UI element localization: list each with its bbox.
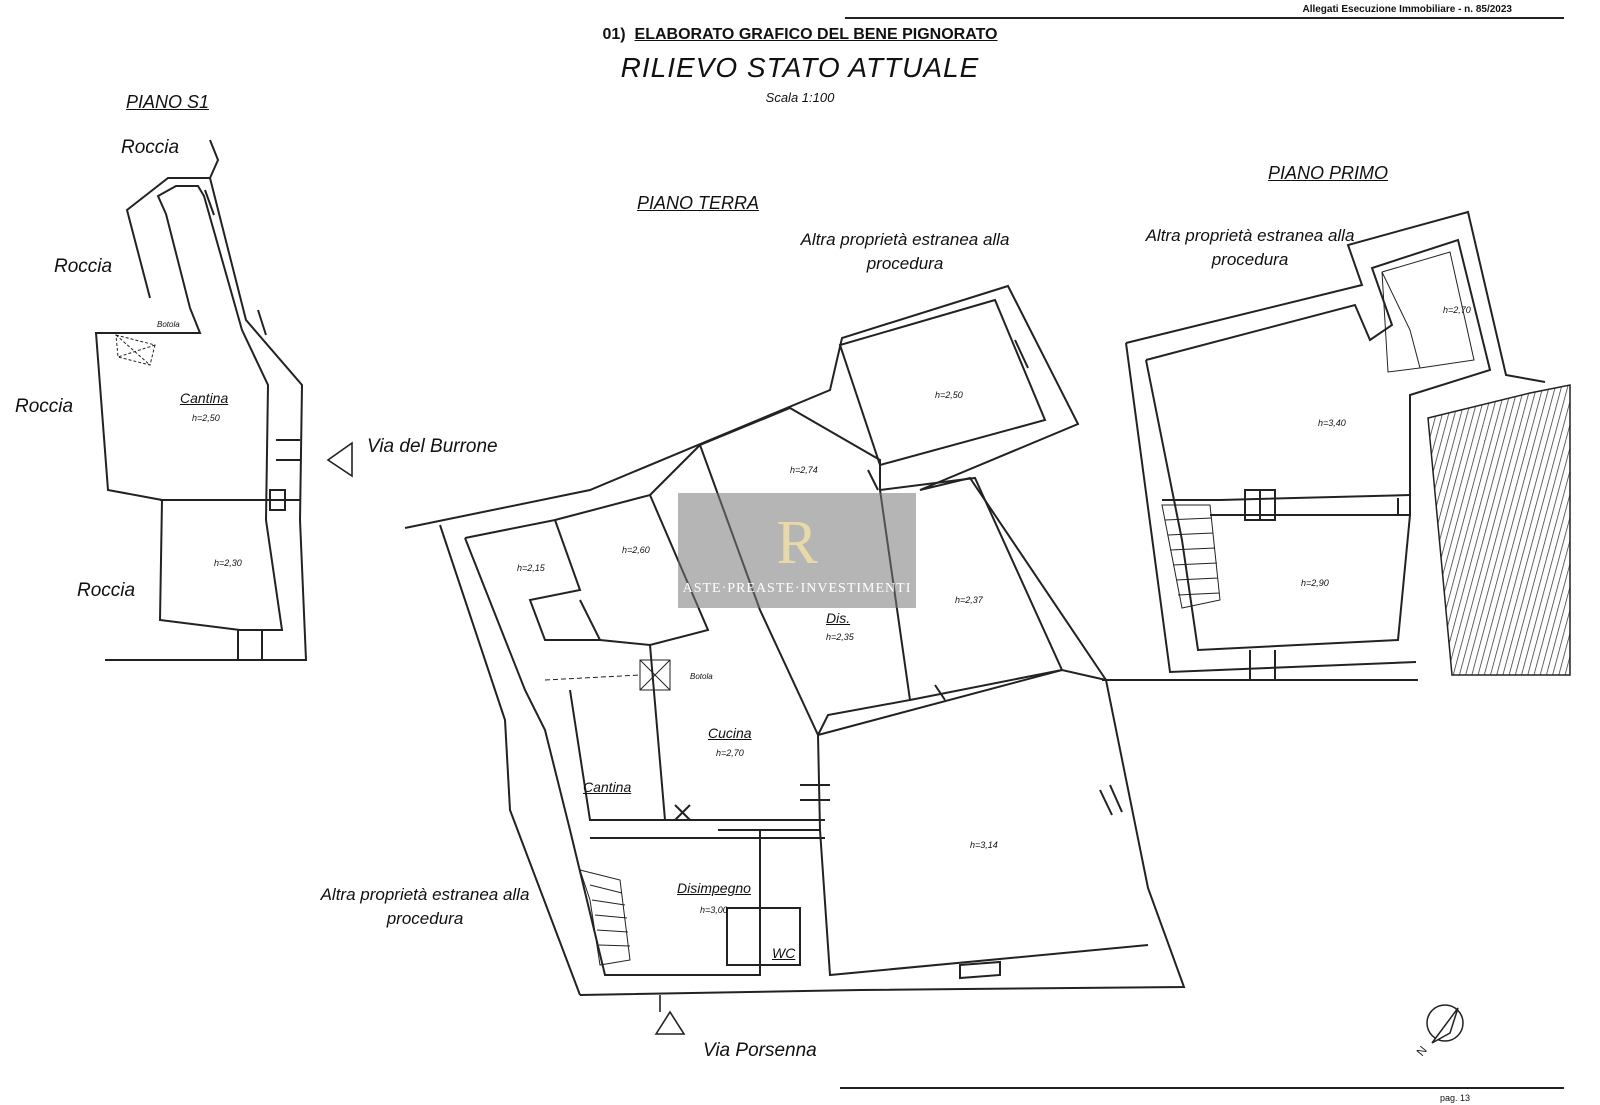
ground-cellar-name: Cantina (583, 779, 632, 795)
page-number: pag. 13 (1439, 1093, 1470, 1103)
plan-ground-walls (404, 284, 1186, 996)
ground-height-e: h=2,37 (955, 595, 983, 605)
dis-room-name: Dis. (826, 610, 851, 626)
other-property-label-first: Altra proprietà estranea alla procedura (1145, 226, 1355, 269)
rock-label-3: Roccia (15, 396, 74, 417)
ground-trapdoor-label: Botola (690, 672, 713, 681)
watermark-overlay: R ASTE·PREASTE·INVESTIMENTI (678, 493, 916, 608)
rock-label-2: Roccia (54, 256, 113, 277)
watermark-logo-icon: R (776, 509, 818, 577)
hatched-adjacent-area (1427, 384, 1571, 676)
document-title: 01) ELABORATO GRAFICO DEL BENE PIGNORATO (0, 26, 1600, 44)
entrance-arrow-porsenna (654, 1010, 686, 1035)
s1-room2-height: h=2,30 (214, 558, 242, 568)
first-height-c: h=2,90 (1301, 578, 1329, 588)
kitchen-height: h=2,70 (716, 748, 744, 758)
rock-label-4: Roccia (77, 580, 136, 601)
hall-name: Disimpegno (677, 880, 751, 896)
s1-room-name: Cantina (180, 390, 229, 406)
floor-label-ground: PIANO TERRA (637, 193, 760, 213)
ground-height-b: h=2,60 (622, 545, 650, 555)
watermark-text: ASTE·PREASTE·INVESTIMENTI (682, 581, 912, 596)
svg-text:N: N (1414, 1043, 1430, 1058)
header-rule (845, 17, 1564, 19)
s1-room-height: h=2,50 (192, 413, 220, 423)
first-height-b: h=3,40 (1318, 418, 1346, 428)
plan-first-walls (1102, 210, 1546, 681)
ground-height-a: h=2,15 (517, 563, 545, 573)
street-via-porsenna: Via Porsenna (703, 1040, 817, 1061)
first-height-a: h=2,70 (1443, 305, 1471, 315)
wc-name: WC (772, 945, 796, 961)
drawing-scale: Scala 1:100 (765, 90, 835, 105)
rock-label-1: Roccia (121, 137, 180, 158)
ground-height-c: h=2,74 (790, 465, 818, 475)
document-reference: Allegati Esecuzione Immobiliare - n. 85/… (1302, 4, 1512, 15)
hall-height: h=3,00 (700, 905, 728, 915)
floor-label-first: PIANO PRIMO (1268, 163, 1389, 183)
floor-label-s1: PIANO S1 (126, 92, 210, 112)
ground-height-d: h=2,50 (935, 390, 963, 400)
title-number: 01) (602, 26, 626, 43)
dis-room-height: h=2,35 (826, 632, 854, 642)
ground-height-f: h=3,14 (970, 840, 998, 850)
watermark-logo-letter: R (776, 509, 818, 577)
kitchen-name: Cucina (708, 725, 752, 741)
document-subtitle: RILIEVO STATO ATTUALE (620, 52, 980, 83)
plan-s1-walls (94, 139, 308, 661)
title-text: ELABORATO GRAFICO DEL BENE PIGNORATO (634, 26, 998, 43)
entrance-arrow-burrone (326, 441, 353, 478)
other-property-label-ground-west: Altra proprietà estranea alla procedura (320, 885, 530, 928)
north-arrow-icon: N (1414, 1004, 1464, 1058)
footer-rule (840, 1087, 1564, 1089)
street-via-del-burrone: Via del Burrone (367, 436, 498, 457)
other-property-label-ground-north: Altra proprietà estranea alla procedura (800, 230, 1010, 273)
s1-trapdoor-label: Botola (157, 320, 180, 329)
